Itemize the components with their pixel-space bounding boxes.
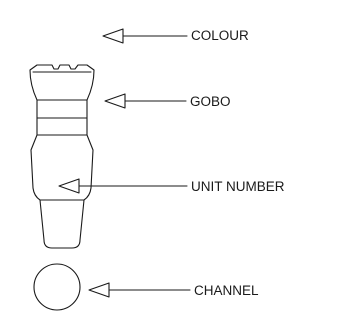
label-gobo: GOBO — [190, 94, 231, 109]
label-colour: COLOUR — [191, 28, 249, 43]
colour-leader-arrow — [102, 28, 188, 44]
channel-circle — [33, 263, 81, 311]
lantern-body-outline — [29, 64, 95, 249]
unit-number-leader-arrow — [58, 178, 188, 194]
label-unit-number: UNIT NUMBER — [191, 179, 285, 194]
gobo-leader-arrow — [104, 93, 187, 109]
channel-leader-arrow — [88, 282, 191, 298]
label-channel: CHANNEL — [194, 283, 259, 298]
